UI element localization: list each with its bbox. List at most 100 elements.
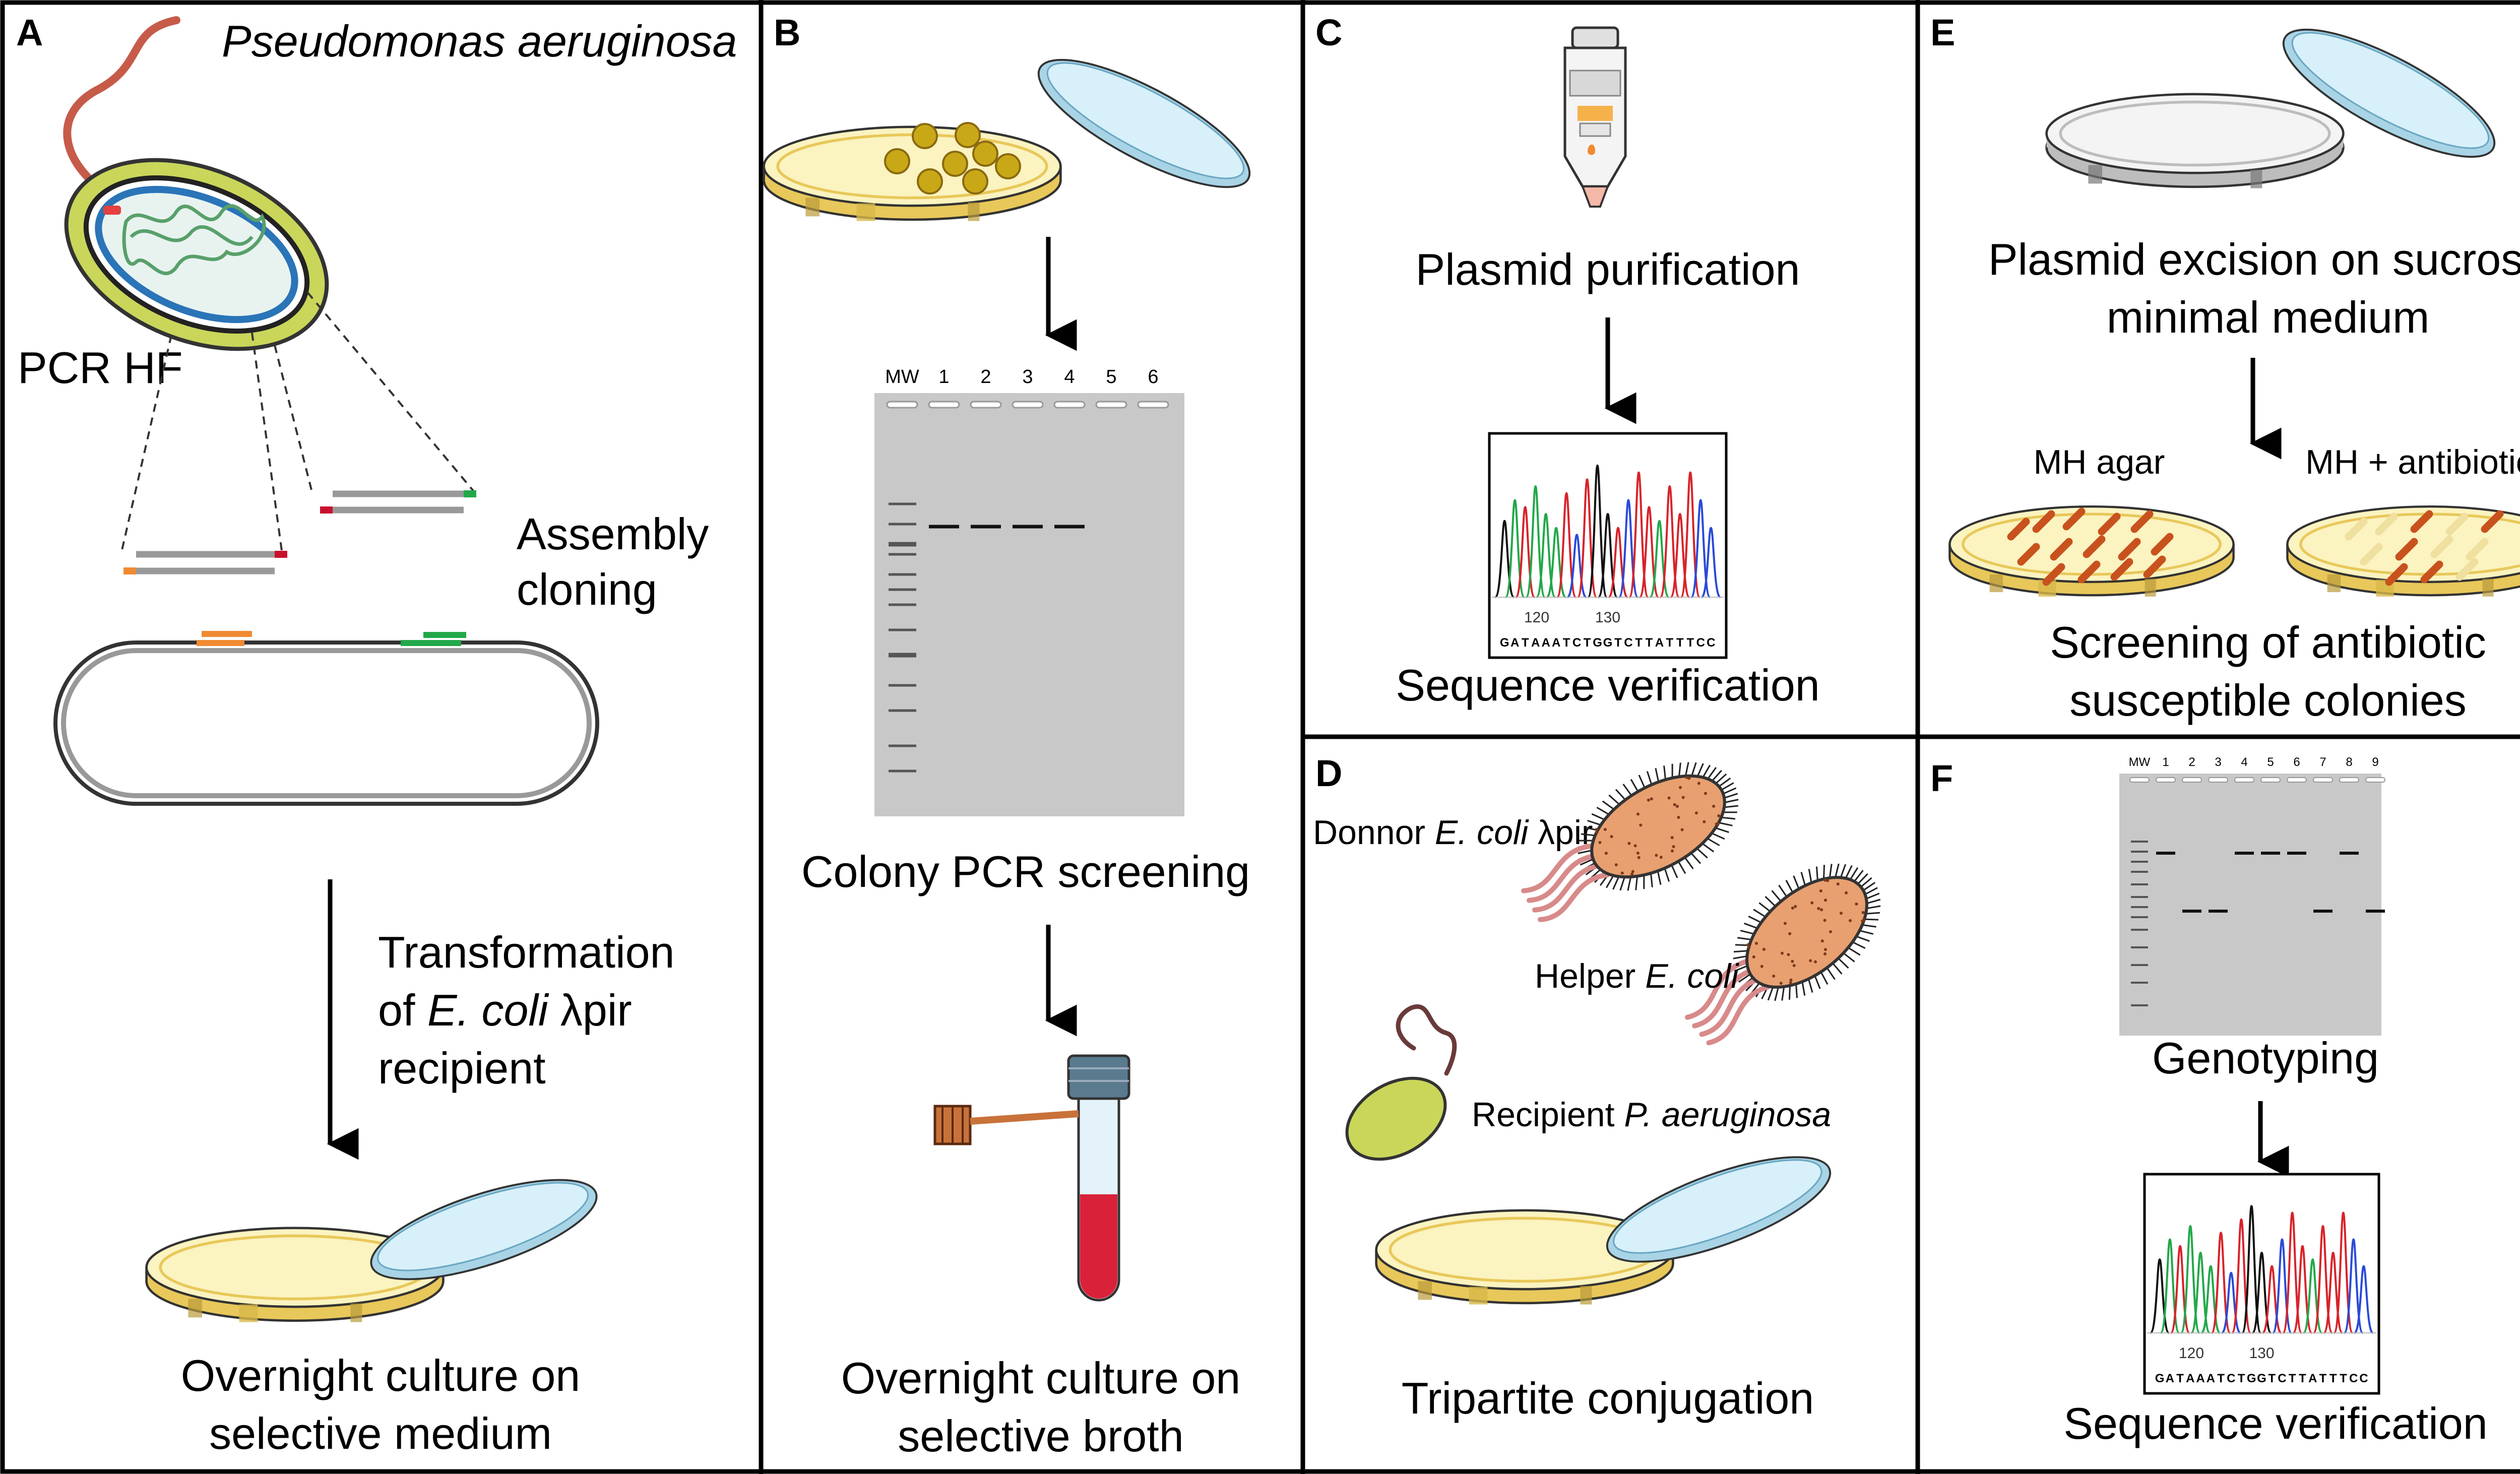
pilus bbox=[1690, 852, 1702, 864]
pilus bbox=[1619, 876, 1625, 891]
pilus bbox=[1740, 930, 1754, 935]
colony-streak bbox=[2050, 538, 2073, 561]
chromatogram-peak bbox=[2282, 1211, 2303, 1334]
colonies-icon bbox=[884, 122, 1021, 195]
pilus bbox=[1774, 987, 1779, 1001]
flagellum bbox=[1699, 976, 1763, 1037]
caption-f-mid: Genotyping bbox=[2152, 1033, 2379, 1083]
chromatogram-base: G bbox=[2257, 1372, 2266, 1385]
panel-a: A Pseudomonas aeruginosa PCR HF bbox=[16, 12, 737, 1458]
pilus bbox=[1721, 816, 1736, 820]
donor-ecoli-icon bbox=[1521, 762, 1739, 922]
chromatogram-base: A bbox=[2207, 1372, 2215, 1385]
pilus bbox=[1723, 787, 1737, 795]
gel-f-lane-label: 5 bbox=[2267, 755, 2274, 769]
pilus bbox=[1859, 930, 1874, 935]
pilus bbox=[1814, 975, 1821, 989]
recipient-pseudomonas-icon bbox=[1345, 1004, 1457, 1161]
gel-f-lane-label: 9 bbox=[2372, 755, 2378, 769]
pilus bbox=[1615, 789, 1626, 801]
flagellum-icon bbox=[63, 16, 180, 203]
pilus bbox=[1738, 973, 1751, 983]
chromatogram-base: T bbox=[2329, 1372, 2337, 1385]
chromatogram-base: G bbox=[1500, 636, 1509, 650]
colony-streak bbox=[2360, 543, 2383, 566]
panel-f-letter: F bbox=[1930, 757, 1953, 799]
chromatogram-peak bbox=[2353, 1265, 2374, 1334]
pilus bbox=[1707, 767, 1717, 780]
pilus bbox=[1711, 832, 1725, 840]
pilus bbox=[1677, 861, 1686, 874]
pilus bbox=[1815, 866, 1818, 881]
pilus bbox=[1785, 879, 1794, 893]
pilus bbox=[1795, 984, 1798, 998]
chromatogram-tick: 120 bbox=[1524, 609, 1549, 626]
colony-streak bbox=[2455, 558, 2479, 581]
gel-b-well bbox=[928, 401, 960, 409]
chromatogram-base: T bbox=[2289, 1372, 2296, 1385]
chromatogram-base: G bbox=[2155, 1372, 2165, 1385]
chromatogram-base: T bbox=[1646, 636, 1653, 650]
chromatogram-base: C bbox=[2359, 1372, 2368, 1385]
colony-streak bbox=[2042, 563, 2065, 586]
pilus bbox=[1866, 899, 1881, 905]
pilus bbox=[1866, 892, 1880, 900]
pilus bbox=[1643, 875, 1645, 889]
flagellum bbox=[1527, 853, 1599, 903]
pilus bbox=[1723, 811, 1737, 813]
pilus bbox=[1820, 971, 1829, 985]
pilus bbox=[1663, 765, 1667, 780]
pilus bbox=[1733, 950, 1748, 953]
pilus bbox=[1707, 838, 1720, 847]
bacterium-cutaway-icon bbox=[64, 158, 329, 351]
streaks-right bbox=[2345, 510, 2504, 586]
caption-e-top-line1: Plasmid excision on sucrose bbox=[1988, 234, 2520, 284]
chromatogram-base: A bbox=[2196, 1372, 2204, 1385]
pilus bbox=[1580, 858, 1594, 866]
pilus bbox=[1718, 777, 1731, 787]
pilus bbox=[1829, 864, 1833, 878]
pilus bbox=[1650, 873, 1653, 887]
pilus bbox=[1638, 775, 1646, 789]
colony-streak bbox=[2007, 518, 2030, 541]
gel-b-lane-label: 4 bbox=[1064, 366, 1075, 388]
gel-f-well bbox=[2313, 777, 2333, 783]
chromatogram-base: T bbox=[1686, 636, 1694, 650]
colony-streak bbox=[2395, 538, 2418, 561]
gel-b-lane-label: 6 bbox=[1148, 366, 1158, 388]
pcr-fragment-1 bbox=[123, 551, 287, 574]
pilus bbox=[1832, 963, 1843, 975]
colony-streak bbox=[2420, 560, 2443, 584]
colony-streak bbox=[2143, 555, 2166, 579]
gel-b-lane-label: 2 bbox=[980, 366, 991, 388]
chromatogram-base: G bbox=[1603, 636, 1613, 650]
pilus bbox=[1605, 875, 1614, 888]
pilus bbox=[1724, 793, 1738, 799]
colony-streak bbox=[2098, 512, 2121, 536]
flagellum bbox=[1538, 872, 1610, 922]
petri-lid-icon-a bbox=[359, 1158, 608, 1301]
caption-b-line1: Overnight culture on bbox=[841, 1353, 1240, 1403]
chromatogram-base: C bbox=[1707, 636, 1715, 650]
pilus bbox=[1771, 890, 1782, 902]
gel-f-well bbox=[2339, 777, 2359, 783]
recipient-label: Recipient P. aeruginosa bbox=[1472, 1096, 1831, 1134]
transform-label-line1: Transformation bbox=[378, 927, 675, 977]
assembly-label-line1: Assembly bbox=[517, 509, 709, 559]
plasmid-icon bbox=[53, 631, 599, 806]
chromatogram-base: G bbox=[1593, 636, 1602, 650]
pilus bbox=[1852, 941, 1866, 949]
pilus bbox=[1807, 979, 1813, 993]
gel-f-well bbox=[2129, 777, 2150, 783]
chromatogram-base: T bbox=[1563, 636, 1570, 650]
chromatogram-base: A bbox=[1655, 636, 1664, 650]
chromatogram-peak bbox=[2241, 1205, 2262, 1334]
pilus bbox=[1838, 957, 1849, 969]
cell-body bbox=[1745, 876, 1868, 989]
panel-a-letter: A bbox=[16, 12, 43, 53]
panel-d: D Donnor E. coli λpir Helper E. coli Rec… bbox=[1313, 752, 1881, 1423]
